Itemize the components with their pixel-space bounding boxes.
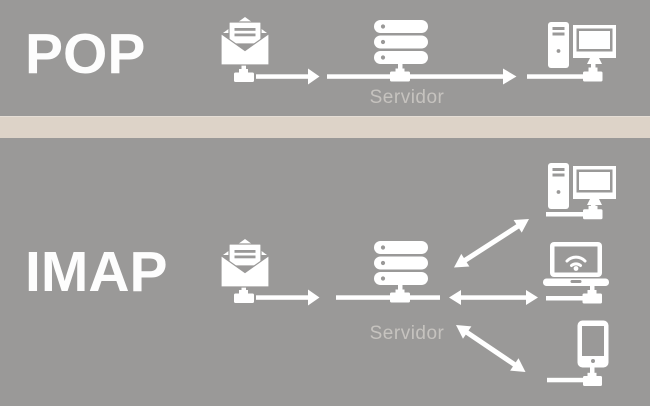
pop-section [0, 0, 650, 116]
pop-envelope-icon [220, 17, 270, 66]
imap-phone-network-plug [547, 366, 602, 386]
imap-arrow-envelope-to-server [256, 289, 320, 306]
imap-envelope-network-plug [234, 284, 254, 303]
pop-arrow-server-to-desktop [410, 68, 517, 85]
imap-smartphone-icon [577, 320, 609, 368]
pop-envelope-network-plug [234, 63, 254, 82]
imap-server-network-plug [336, 283, 440, 303]
pop-server-label: Servidor [369, 87, 445, 108]
pop-desktop-computer-icon [548, 22, 616, 68]
pop-server-network-plug [327, 62, 410, 82]
imap-laptop-wifi-icon [543, 242, 609, 286]
pop-arrow-envelope-to-server [256, 68, 320, 85]
pop-server-icon [374, 20, 428, 64]
pop-desktop-network-plug [527, 62, 603, 82]
imap-section [0, 138, 650, 406]
imap-server-label: Servidor [369, 323, 445, 344]
section-divider [0, 116, 650, 139]
imap-double-arrow-server-laptop [449, 290, 538, 305]
imap-server-icon [374, 241, 428, 285]
imap-double-arrow-server-desktop [454, 219, 529, 268]
imap-title: IMAP [25, 240, 168, 304]
imap-laptop-network-plug [546, 284, 602, 304]
imap-desktop-computer-icon [548, 163, 616, 209]
pop-title: POP [25, 22, 146, 86]
imap-double-arrow-server-phone [456, 325, 526, 372]
imap-envelope-icon [220, 239, 270, 288]
